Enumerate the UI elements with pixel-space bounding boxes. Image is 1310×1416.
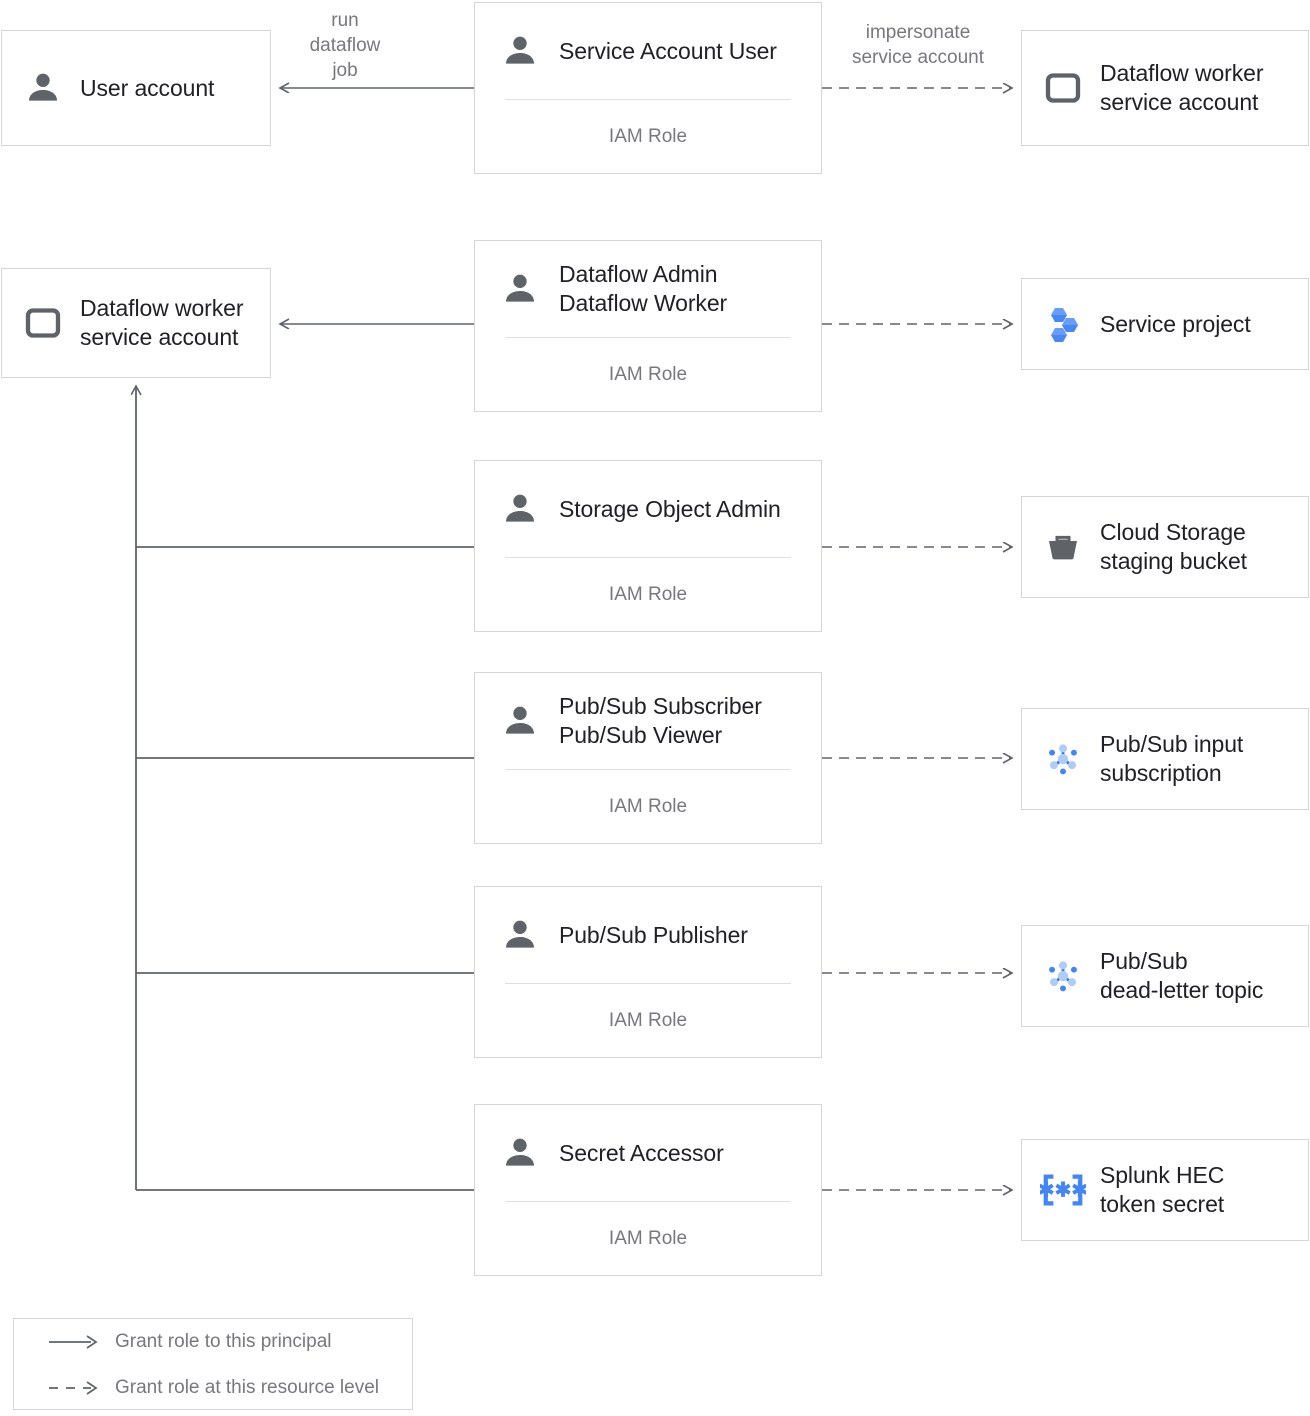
divider — [505, 99, 791, 100]
person-icon — [497, 266, 543, 312]
edge-label-impersonate-service-account: impersonate service account — [851, 22, 984, 68]
node-pubsub-dead-letter-topic-label: Pub/Sub dead-letter topic — [1100, 948, 1264, 1003]
cloud-storage-bucket-icon — [1040, 524, 1086, 570]
edge-label-run-dataflow-job: run dataflow job — [309, 10, 381, 81]
node-pubsub-input-subscription[interactable]: Pub/Sub input subscription — [1021, 708, 1309, 810]
node-splunk-hec-token-secret[interactable]: ✱✱✱ Splunk HEC token secret — [1021, 1139, 1309, 1241]
legend-row-dashed-label: Grant role at this resource level — [115, 1377, 380, 1398]
role-caption: IAM Role — [608, 363, 688, 385]
node-cloud-storage-staging-bucket[interactable]: Cloud Storage staging bucket — [1021, 496, 1309, 598]
role-title: Pub/Sub Subscriber Pub/Sub Viewer — [559, 693, 762, 748]
legend: Grant role to this principal Grant role … — [13, 1318, 413, 1410]
person-icon — [497, 698, 543, 744]
svg-text:✱✱✱: ✱✱✱ — [1040, 1180, 1086, 1202]
node-dataflow-worker-service-account-left-label: Dataflow worker service account — [80, 295, 244, 350]
node-storage-object-admin-role[interactable]: Storage Object Admin IAM Role — [474, 460, 822, 632]
person-icon — [497, 28, 543, 74]
solid-arrow-icon — [47, 1332, 103, 1352]
role-header: Service Account User — [475, 3, 821, 99]
service-account-icon — [1040, 65, 1086, 111]
role-title: Pub/Sub Publisher — [559, 921, 748, 948]
divider — [505, 1201, 791, 1202]
role-caption: IAM Role — [608, 1227, 688, 1249]
node-user-account-label: User account — [80, 74, 215, 101]
person-icon — [497, 1130, 543, 1176]
role-title: Dataflow Admin Dataflow Worker — [559, 261, 728, 316]
node-splunk-hec-token-secret-label: Splunk HEC token secret — [1100, 1162, 1225, 1217]
node-service-project-label: Service project — [1100, 310, 1251, 337]
divider — [505, 557, 791, 558]
person-icon — [497, 912, 543, 958]
node-pubsub-input-subscription-label: Pub/Sub input subscription — [1100, 731, 1244, 786]
role-caption: IAM Role — [608, 1009, 688, 1031]
node-service-project[interactable]: Service project — [1021, 278, 1309, 370]
person-icon — [497, 486, 543, 532]
role-caption: IAM Role — [608, 795, 688, 817]
node-dataflow-worker-service-account-top[interactable]: Dataflow worker service account — [1021, 30, 1309, 146]
dashed-arrow-icon — [47, 1378, 103, 1398]
node-service-account-user[interactable]: Service Account User IAM Role — [474, 2, 822, 174]
role-caption: IAM Role — [608, 583, 688, 605]
node-pubsub-dead-letter-topic[interactable]: Pub/Sub dead-letter topic — [1021, 925, 1309, 1027]
role-header: Pub/Sub Subscriber Pub/Sub Viewer — [475, 673, 821, 769]
role-title: Storage Object Admin — [559, 495, 781, 522]
role-header: Pub/Sub Publisher — [475, 887, 821, 983]
node-secret-accessor-role[interactable]: Secret Accessor IAM Role — [474, 1104, 822, 1276]
role-header: Secret Accessor — [475, 1105, 821, 1201]
node-user-account[interactable]: User account — [1, 30, 271, 146]
divider — [505, 983, 791, 984]
node-dataflow-worker-service-account-top-label: Dataflow worker service account — [1100, 60, 1264, 115]
service-account-icon — [20, 300, 66, 346]
node-dataflow-worker-service-account-left[interactable]: Dataflow worker service account — [1, 268, 271, 378]
node-dataflow-admin-worker-role[interactable]: Dataflow Admin Dataflow Worker IAM Role — [474, 240, 822, 412]
role-title: Secret Accessor — [559, 1139, 724, 1166]
legend-row-dashed: Grant role at this resource level — [14, 1365, 412, 1411]
role-header: Storage Object Admin — [475, 461, 821, 557]
node-pubsub-subscriber-viewer-role[interactable]: Pub/Sub Subscriber Pub/Sub Viewer IAM Ro… — [474, 672, 822, 844]
role-caption: IAM Role — [608, 125, 688, 147]
legend-row-solid-label: Grant role to this principal — [115, 1331, 332, 1352]
legend-row-solid: Grant role to this principal — [14, 1319, 412, 1365]
role-title: Service Account User — [559, 37, 777, 64]
pubsub-icon — [1040, 736, 1086, 782]
role-header: Dataflow Admin Dataflow Worker — [475, 241, 821, 337]
divider — [505, 337, 791, 338]
node-cloud-storage-staging-bucket-label: Cloud Storage staging bucket — [1100, 519, 1247, 574]
node-pubsub-publisher-role[interactable]: Pub/Sub Publisher IAM Role — [474, 886, 822, 1058]
project-icon — [1040, 301, 1086, 347]
person-icon — [20, 65, 66, 111]
divider — [505, 769, 791, 770]
pubsub-icon — [1040, 953, 1086, 999]
secret-manager-icon: ✱✱✱ — [1040, 1167, 1086, 1213]
